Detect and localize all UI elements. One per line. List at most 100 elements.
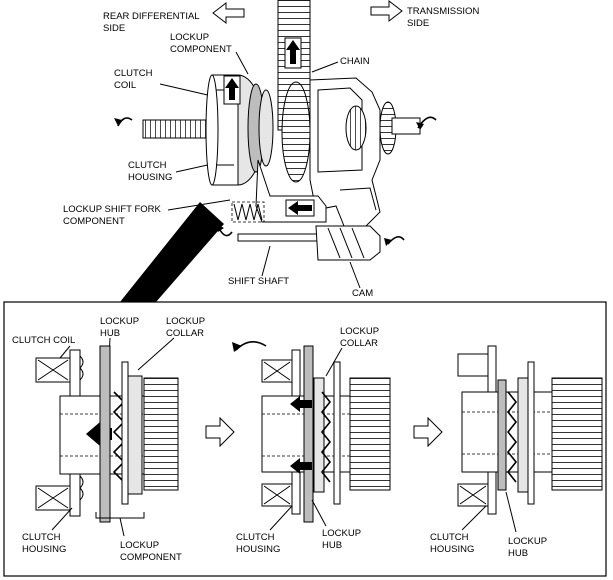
coil-cross	[37, 487, 69, 509]
clutch-coil-label-1: CLUTCH	[114, 68, 153, 79]
leader-line	[235, 51, 249, 75]
chain-label: CHAIN	[340, 56, 370, 67]
lockup-hub-label-2: HUB	[508, 548, 528, 559]
coil-cross	[37, 359, 69, 381]
coil-cross	[459, 485, 487, 505]
detail-frame	[3, 301, 607, 577]
clutch-housing-label-1: CLUTCH	[22, 532, 61, 543]
lockup-hub-label-1: LOCKUP	[508, 536, 547, 547]
rotation-arrow-head	[232, 342, 242, 352]
clutch-housing-face	[205, 74, 219, 186]
clutch-housing-label-1: CLUTCH	[128, 160, 167, 171]
leader-line	[51, 507, 73, 531]
lockup-collar	[517, 377, 529, 493]
rotation-arrow-head	[384, 238, 392, 246]
lockup-hub-label-1: LOCKUP	[100, 316, 139, 327]
output-shaft	[391, 117, 421, 135]
left-arrow-icon	[290, 396, 312, 412]
leader-line	[137, 337, 175, 371]
lockup-collar	[127, 375, 143, 495]
lockup-collar-label-1: LOCKUP	[340, 326, 379, 337]
detail-panel-1: CLUTCH COIL LOCKUP HUB LOCKUP COLLAR CLU…	[12, 316, 205, 563]
leader-line	[269, 505, 293, 531]
lockup-plate	[527, 361, 535, 505]
shift-fork-label-2: COMPONENT	[63, 216, 125, 227]
rear-differential-side-label: REAR DIFFERENTIAL SIDE	[103, 11, 200, 34]
transmission-side-label: TRANSMISSION SIDE	[407, 6, 479, 29]
rear-side-text-1: REAR DIFFERENTIAL	[103, 11, 200, 22]
rear-side-text-2: SIDE	[103, 23, 125, 34]
leader-line	[159, 83, 213, 97]
leader-line	[311, 499, 327, 527]
spring-seat	[231, 201, 265, 223]
clutch-housing-label-2: HOUSING	[22, 544, 66, 555]
gear	[345, 105, 367, 151]
leader-line	[461, 505, 487, 531]
shaft	[461, 391, 559, 473]
shift-shaft-label: SHIFT SHAFT	[228, 276, 289, 287]
trans-side-text-2: SIDE	[407, 18, 429, 29]
cam	[315, 225, 381, 261]
rotation-arrow-icon	[219, 229, 233, 237]
spring	[320, 391, 332, 483]
coil-cross	[263, 361, 291, 381]
right-arrow-icon	[205, 416, 235, 448]
shift-fork-label-1: LOCKUP SHIFT FORK	[63, 204, 161, 215]
lockup-component-label-1: LOCKUP	[170, 32, 209, 43]
up-arrow-icon	[286, 40, 300, 64]
spring	[112, 391, 126, 483]
lockup-component-label-2: COMPONENT	[170, 44, 232, 55]
leader-line	[261, 245, 271, 277]
leader-line	[175, 163, 213, 173]
leader-line	[349, 261, 361, 289]
leader-line	[119, 517, 125, 537]
leader-line	[311, 61, 339, 73]
right-arrow-icon	[370, 0, 403, 23]
detail-panel-3: CLUTCH HOUSING LOCKUP HUB	[430, 345, 603, 559]
lockup-collar-label-1: LOCKUP	[166, 316, 205, 327]
clutch-coil-label-2: COIL	[114, 80, 136, 91]
zoom-callout	[120, 202, 224, 302]
lockup-plate	[121, 361, 129, 505]
bearing	[79, 355, 84, 381]
sprocket	[281, 81, 311, 183]
spring	[233, 203, 263, 221]
case-detail	[339, 187, 377, 211]
transfer-assembly	[114, 0, 437, 261]
lockup-collar-label-2: COLLAR	[166, 328, 204, 339]
clutch-coil-label: CLUTCH COIL	[12, 335, 75, 346]
bearing	[79, 475, 84, 501]
clutch-housing-label-1: CLUTCH	[430, 532, 469, 543]
sprocket	[349, 377, 391, 491]
left-arrow-icon	[288, 201, 312, 215]
detail-panel-2: LOCKUP COLLAR CLUTCH HOUSING LOCKUP HUB	[232, 326, 391, 555]
clutch-coil-box	[457, 353, 489, 377]
cam-label: CAM	[352, 288, 373, 299]
lockup-collar-plate	[258, 89, 274, 167]
right-arrow-icon	[413, 416, 443, 448]
rotation-arrow-head	[114, 118, 122, 126]
lockup-hub-label-1: LOCKUP	[322, 528, 361, 539]
clutch-housing-label-2: HOUSING	[430, 544, 474, 555]
lockup-hub	[303, 345, 314, 523]
leader-line	[59, 345, 71, 359]
lockup-plate	[333, 361, 341, 505]
lockup-hub-label-2: HUB	[100, 328, 120, 339]
lockup-hub	[497, 379, 507, 491]
sprocket	[551, 377, 603, 491]
sprocket	[143, 377, 179, 491]
lockup-collar-label-2: COLLAR	[340, 338, 378, 349]
lockup-hub	[99, 345, 111, 523]
clutch-housing-label-1: CLUTCH	[236, 532, 275, 543]
clutch-housing-label-2: HOUSING	[128, 172, 172, 183]
trans-side-text-1: TRANSMISSION	[407, 6, 479, 17]
left-arrow-icon	[212, 1, 245, 25]
lockup-hub-label-2: HUB	[322, 540, 342, 551]
lockup-component-label-2: COMPONENT	[120, 552, 182, 563]
spring	[506, 391, 518, 483]
leader-line	[505, 491, 517, 533]
lockup-component-label-1: LOCKUP	[120, 540, 159, 551]
left-arrow-icon	[290, 458, 312, 474]
